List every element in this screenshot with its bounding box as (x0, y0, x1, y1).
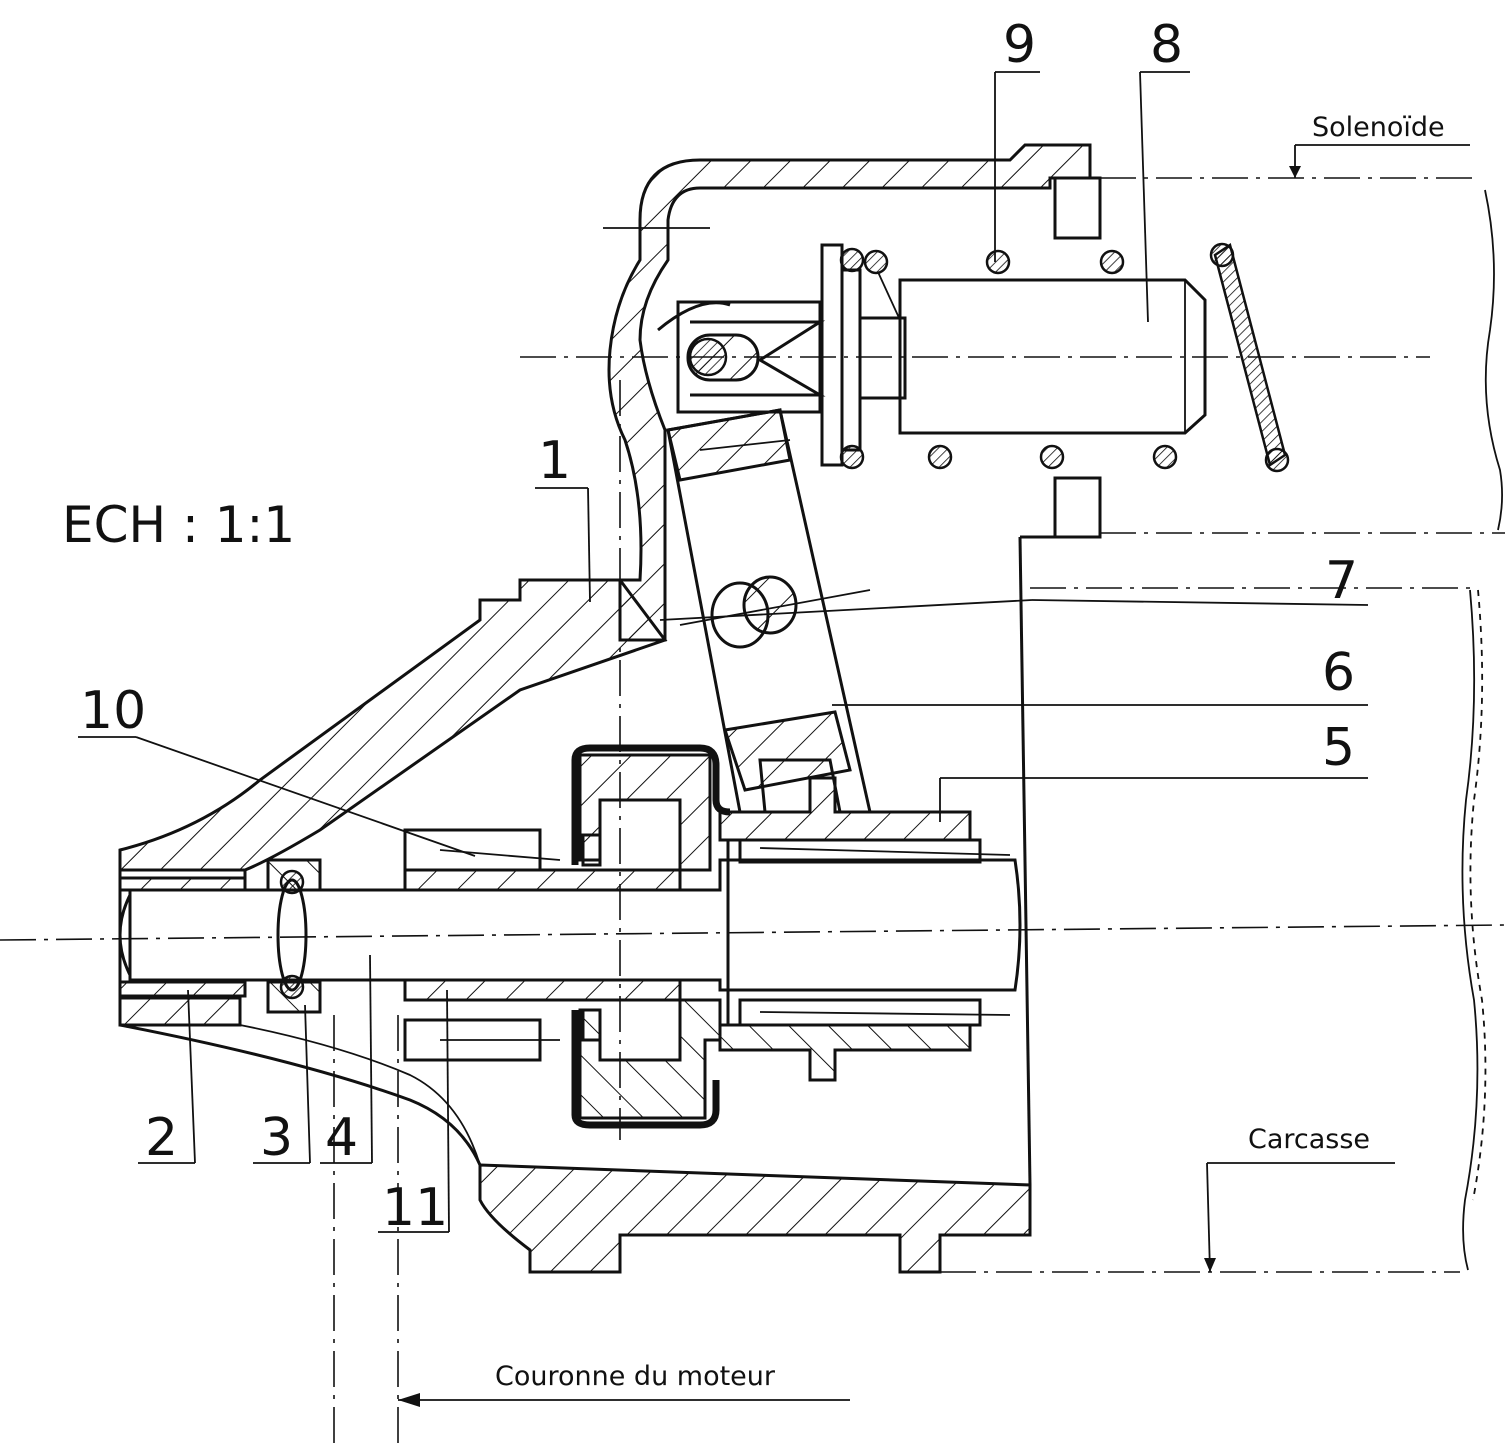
part-number-9: 9 (1003, 15, 1036, 75)
scale-label: ECH : 1:1 (62, 496, 295, 554)
clutch-housing (571, 744, 731, 1129)
housing (118, 143, 1100, 1274)
pinion-sleeve (403, 828, 682, 1062)
carcasse-label: Carcasse (1248, 1124, 1370, 1155)
part-number-1: 1 (538, 431, 571, 491)
shaft (118, 858, 1022, 1025)
part-number-8: 8 (1150, 15, 1183, 75)
plunger (657, 176, 1207, 539)
part-number-11: 11 (382, 1178, 448, 1238)
solenoide-label: Solenoïde (1312, 112, 1445, 143)
part-number-6: 6 (1322, 643, 1355, 703)
center-lines (0, 177, 1505, 1444)
part-number-7: 7 (1325, 551, 1358, 611)
part-number-2: 2 (145, 1108, 178, 1168)
spring (863, 242, 1290, 473)
drive-sleeve (718, 776, 1011, 1082)
part-number-3: 3 (260, 1108, 293, 1168)
part-number-4: 4 (325, 1108, 358, 1168)
part-number-5: 5 (1322, 718, 1355, 778)
break-lines (1461, 189, 1503, 1271)
snap-ring (266, 858, 322, 1014)
shift-lever (666, 408, 872, 814)
leader-lines (78, 71, 1470, 1407)
part-number-10: 10 (80, 681, 146, 741)
couronne-label: Couronne du moteur (495, 1361, 776, 1392)
